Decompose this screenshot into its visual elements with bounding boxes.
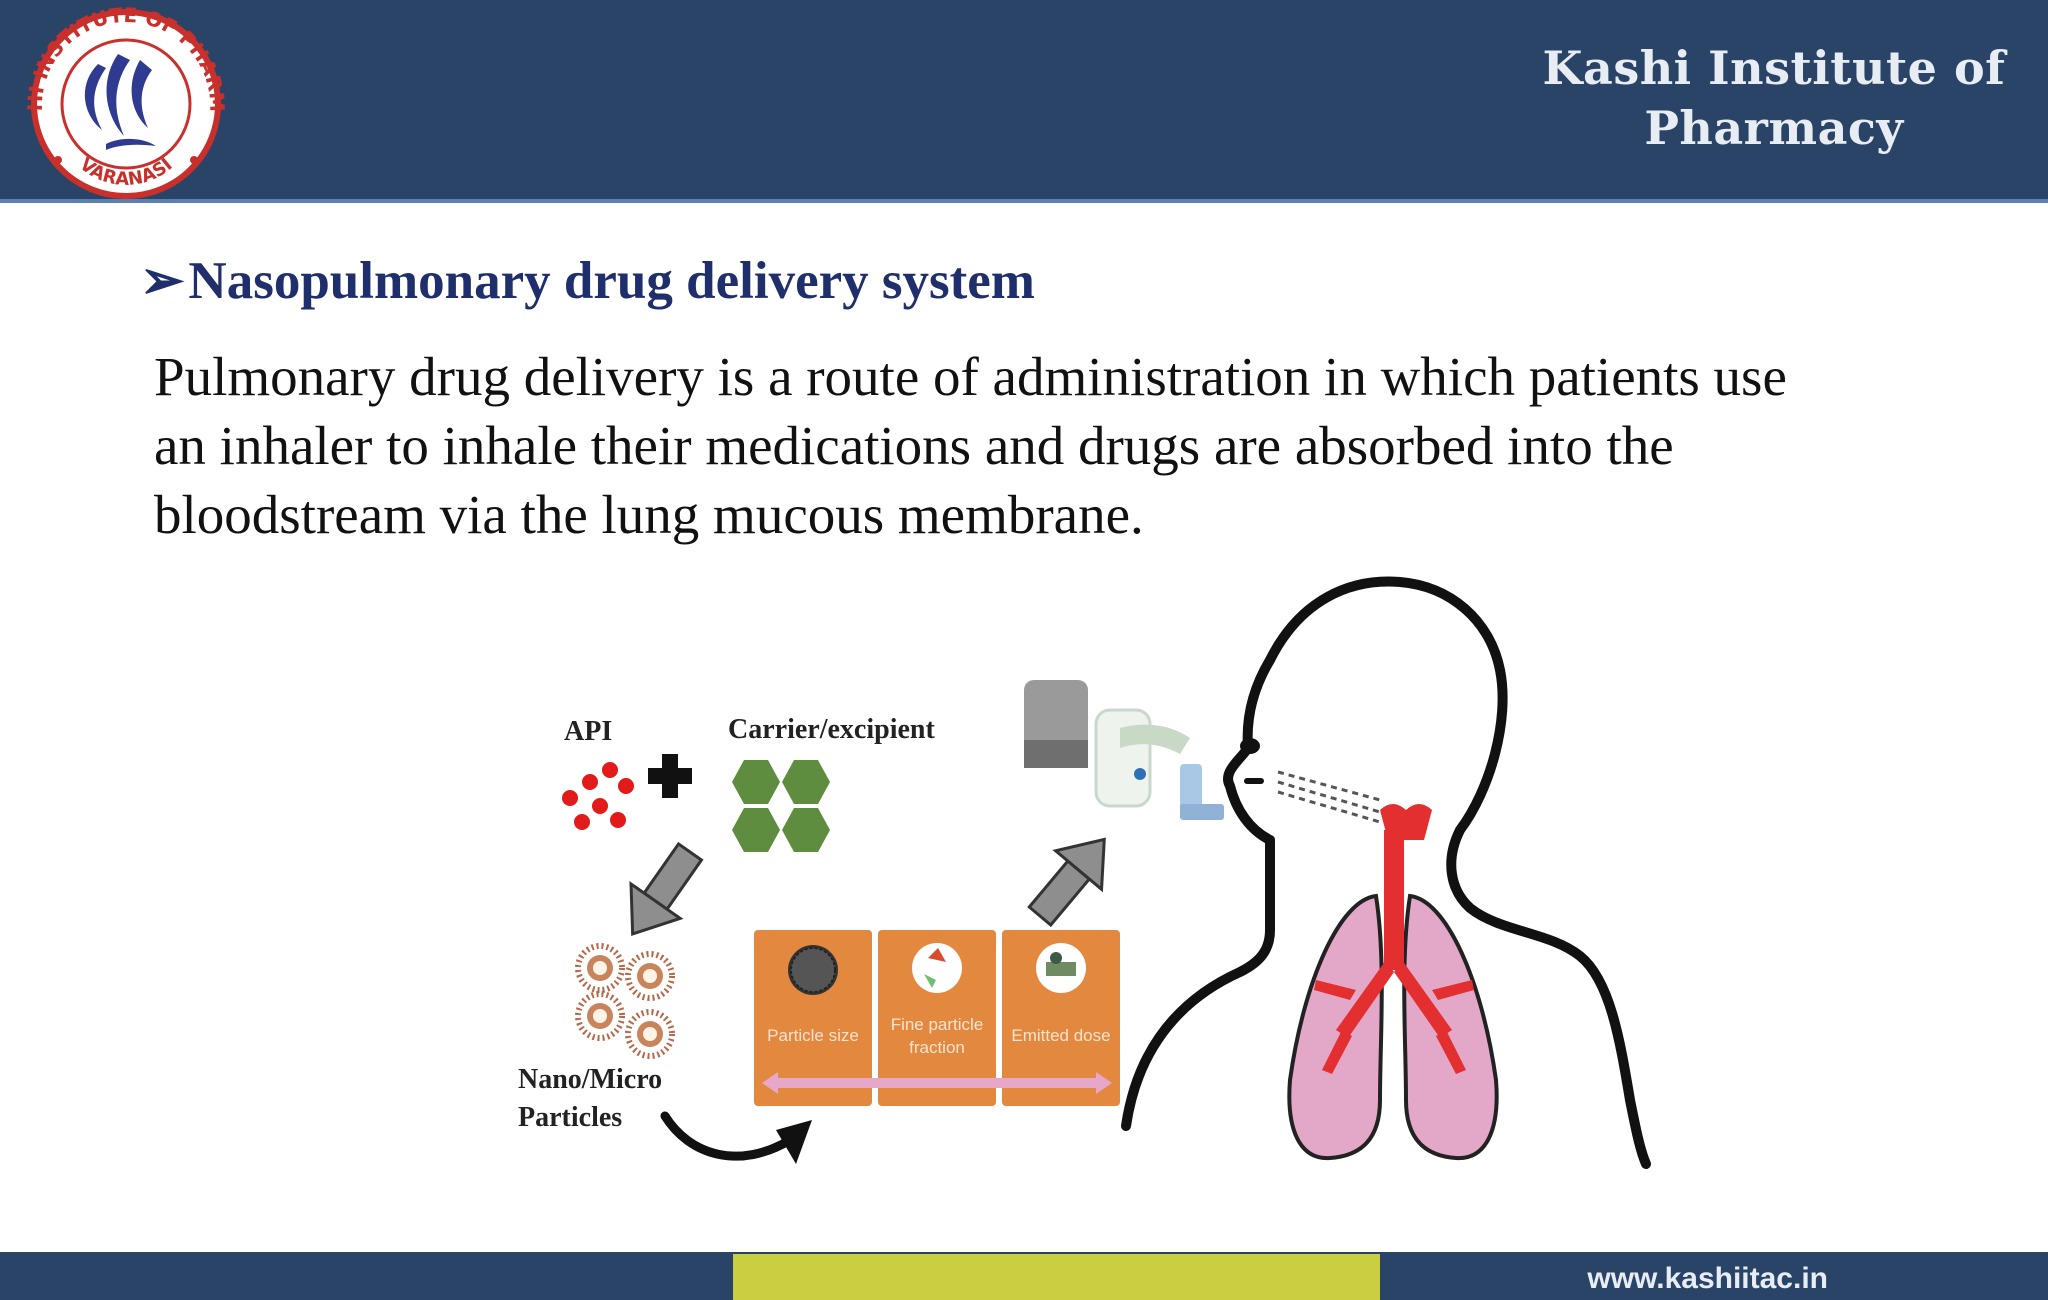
particles-label-line1: Nano/Micro <box>518 1064 662 1095</box>
pulmonary-delivery-diagram: API Carrier/excipient Nano/Micro Particl… <box>518 576 1651 1169</box>
api-particles-icon <box>562 762 634 830</box>
slide-heading-text: Nasopulmonary drug delivery system <box>188 252 1035 310</box>
down-arrow-icon <box>629 841 704 936</box>
carrier-label: Carrier/excipient <box>728 714 935 745</box>
carrier-hexagons-icon <box>732 760 830 852</box>
particle-size-image <box>788 945 838 995</box>
logo-emblem <box>84 54 156 150</box>
website-url: www.kashiitac.in <box>1587 1262 1828 1295</box>
lungs-icon <box>1287 893 1499 1161</box>
curved-arrow-icon <box>660 1111 795 1161</box>
box-label-particle-size: Particle size <box>767 1026 859 1045</box>
header-banner: KASHI INSTITUTE OF PHARMACY VARANASI Kas… <box>0 0 2048 203</box>
box-label-fine-particle-1: Fine particle <box>891 1015 984 1034</box>
inhaler-devices-icon <box>1024 680 1224 820</box>
institute-name: Kashi Institute of Pharmacy <box>1524 38 2024 158</box>
footer-bar: www.kashiitac.in <box>0 1252 2048 1300</box>
paragraph-line-3: bloodstream via the lung mucous membrane… <box>154 484 1144 545</box>
slide-heading: ➢Nasopulmonary drug delivery system <box>140 246 1035 316</box>
api-label: API <box>564 716 612 747</box>
mouth-nose-icon <box>1240 738 1264 784</box>
double-arrow-icon <box>762 1072 1112 1094</box>
paragraph-line-2: an inhaler to inhale their medications a… <box>154 415 1674 476</box>
box-label-fine-particle-2: fraction <box>909 1038 965 1057</box>
arrow-bullet-icon: ➢ <box>140 252 185 310</box>
human-silhouette <box>1121 576 1651 1169</box>
property-boxes: Particle size Fine particle fraction Emi… <box>754 930 1120 1106</box>
plus-icon <box>648 754 692 798</box>
body-paragraph: Pulmonary drug delivery is a route of ad… <box>154 342 1934 549</box>
institute-logo: KASHI INSTITUTE OF PHARMACY VARANASI <box>6 4 229 199</box>
footer-accent-band <box>733 1254 1380 1300</box>
fine-particle-image <box>912 943 962 993</box>
paragraph-line-1: Pulmonary drug delivery is a route of ad… <box>154 346 1787 407</box>
institute-name-line2: Pharmacy <box>1644 101 1904 155</box>
spray-lines-icon <box>1277 770 1381 824</box>
trachea-icon <box>1314 804 1474 1074</box>
particles-label-line2: Particles <box>518 1102 622 1133</box>
up-arrow-icon <box>1027 837 1106 928</box>
box-label-emitted-dose: Emitted dose <box>1011 1026 1110 1045</box>
emitted-dose-image <box>1036 943 1086 993</box>
institute-name-line1: Kashi Institute of <box>1542 41 2006 95</box>
nanoparticles-icon <box>575 943 675 1059</box>
